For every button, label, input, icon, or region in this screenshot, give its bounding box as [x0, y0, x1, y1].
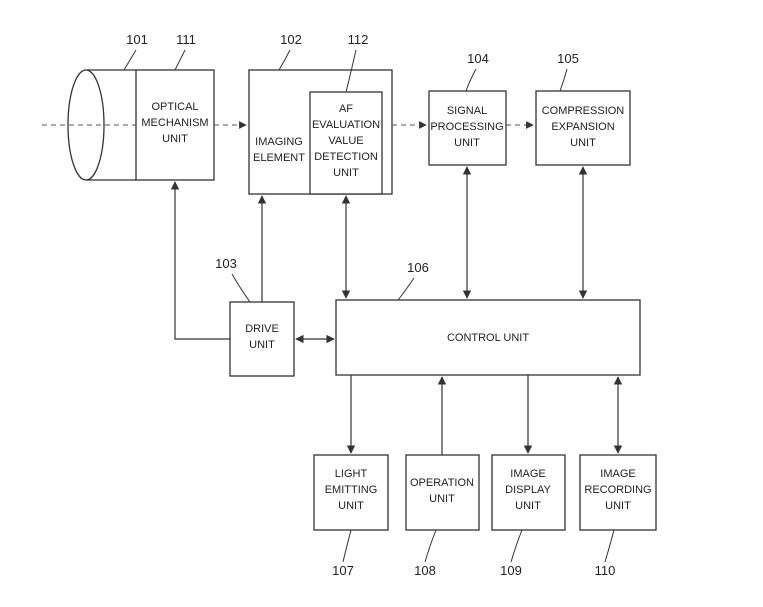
- leader-106: [397, 277, 415, 301]
- af-label-1: AF: [339, 103, 353, 115]
- leader-101: [123, 49, 137, 71]
- imaging-element-label-2: ELEMENT: [253, 152, 305, 164]
- leader-111: [174, 49, 186, 71]
- recording-label-1: IMAGE: [600, 468, 635, 480]
- ref-112: 112: [348, 32, 369, 47]
- leader-103: [231, 273, 251, 303]
- ref-104: 104: [467, 51, 489, 66]
- drive-label-1: DRIVE: [245, 323, 279, 335]
- recording-label-2: RECORDING: [584, 484, 651, 496]
- display-label-1: IMAGE: [510, 468, 545, 480]
- drive-to-optical-arrow: [170, 181, 230, 340]
- leader-109: [510, 529, 523, 563]
- imaging-element-label-1: IMAGING: [255, 136, 303, 148]
- ref-105: 105: [557, 51, 579, 66]
- leader-107: [342, 529, 352, 563]
- optical-mechanism-label-3: UNIT: [162, 133, 188, 145]
- drive-unit: DRIVE UNIT: [229, 301, 295, 377]
- compression-expansion-unit: COMPRESSION EXPANSION UNIT: [535, 90, 631, 166]
- ref-108: 108: [414, 563, 436, 578]
- light-label-1: LIGHT: [335, 468, 368, 480]
- optical-mechanism-label-1: OPTICAL: [151, 101, 198, 113]
- ref-107: 107: [332, 563, 354, 578]
- compression-label-1: COMPRESSION: [542, 105, 625, 117]
- display-label-2: DISPLAY: [505, 484, 551, 496]
- leader-110: [604, 529, 615, 563]
- leader-105: [559, 68, 568, 92]
- ref-102: 102: [280, 32, 302, 47]
- image-recording-unit: IMAGE RECORDING UNIT: [579, 454, 657, 531]
- compression-label-3: UNIT: [570, 137, 596, 149]
- ref-111: 111: [176, 32, 196, 47]
- display-label-3: UNIT: [515, 500, 541, 512]
- signal-label-1: SIGNAL: [447, 105, 487, 117]
- optical-mechanism-unit: OPTICAL MECHANISM UNIT: [135, 69, 215, 181]
- compression-label-2: EXPANSION: [551, 121, 614, 133]
- leader-104: [465, 68, 477, 92]
- lens-101: [67, 69, 136, 181]
- drive-label-2: UNIT: [249, 339, 275, 351]
- signal-label-3: UNIT: [454, 137, 480, 149]
- ref-103: 103: [215, 256, 237, 271]
- af-label-5: UNIT: [333, 167, 359, 179]
- recording-label-3: UNIT: [605, 500, 631, 512]
- operation-label-1: OPERATION: [410, 477, 474, 489]
- af-label-3: VALUE: [328, 135, 363, 147]
- optical-mechanism-label-2: MECHANISM: [141, 117, 208, 129]
- light-label-2: EMITTING: [325, 484, 378, 496]
- signal-processing-unit: SIGNAL PROCESSING UNIT: [428, 90, 507, 166]
- signal-label-2: PROCESSING: [430, 121, 503, 133]
- ref-109: 109: [500, 563, 522, 578]
- light-emitting-unit: LIGHT EMITTING UNIT: [313, 454, 389, 531]
- leader-112: [345, 49, 357, 93]
- operation-label-2: UNIT: [429, 493, 455, 505]
- control-unit: CONTROL UNIT: [335, 299, 641, 376]
- ref-106: 106: [407, 260, 429, 275]
- image-display-unit: IMAGE DISPLAY UNIT: [491, 454, 566, 531]
- ref-101: 101: [126, 32, 148, 47]
- ref-110: 110: [595, 563, 616, 578]
- af-label-2: EVALUATION: [312, 119, 380, 131]
- light-label-3: UNIT: [338, 500, 364, 512]
- leader-102: [278, 49, 291, 71]
- leader-108: [424, 529, 437, 563]
- af-evaluation-unit: AF EVALUATION VALUE DETECTION UNIT: [309, 91, 383, 195]
- operation-unit: OPERATION UNIT: [405, 454, 480, 531]
- af-label-4: DETECTION: [314, 151, 378, 163]
- control-label: CONTROL UNIT: [447, 332, 529, 344]
